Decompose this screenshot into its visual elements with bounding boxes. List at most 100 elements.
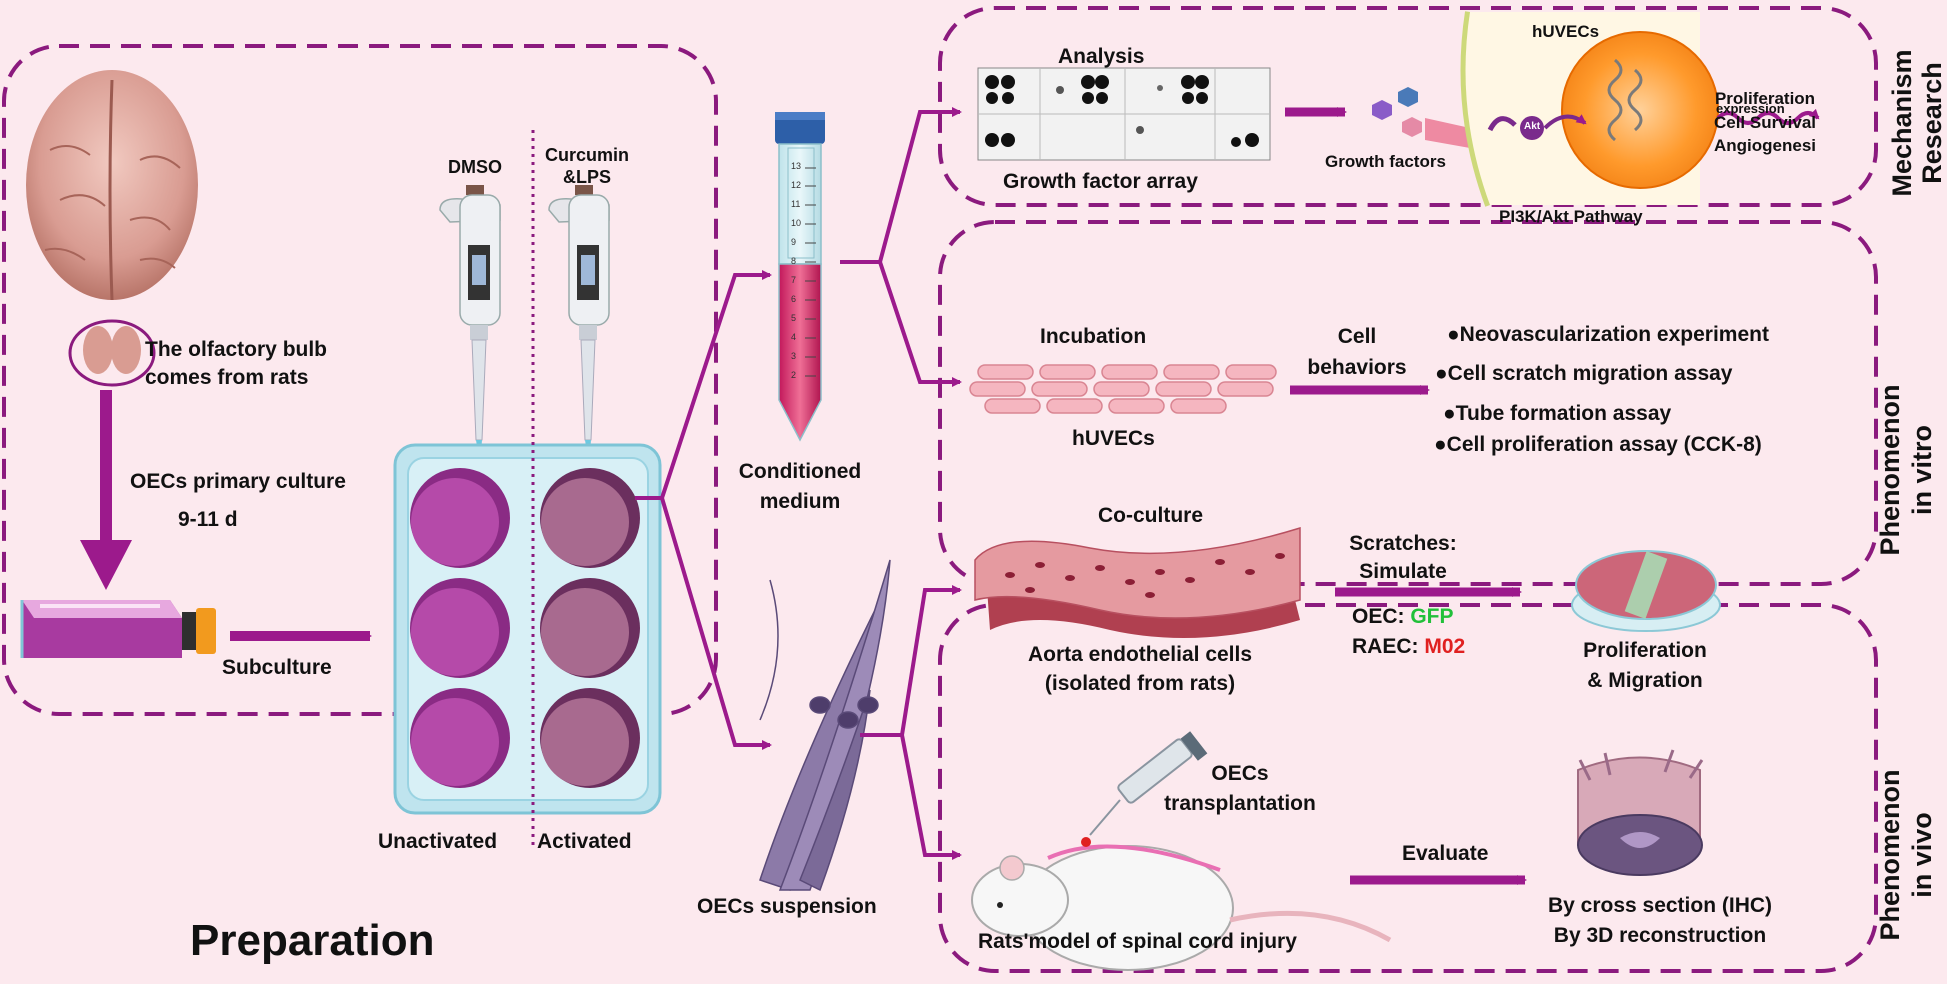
six-well-plate — [393, 443, 662, 815]
akt-label: Akt — [1524, 121, 1541, 132]
curcumin-label-line2: &LPS — [562, 167, 611, 187]
raec-prefix: RAEC: — [1352, 635, 1425, 658]
pi3k-pathway-label: PI3K/Akt Pathway — [1499, 207, 1643, 226]
scratches-label-line1: Scratches: — [1349, 532, 1457, 555]
primary-culture-label: OECs primary culture — [130, 470, 346, 493]
huvec-cell-illustration — [1460, 11, 1719, 207]
growth-factor-array-label: Growth factor array — [1003, 170, 1198, 193]
outcome-proliferation: Proliferation — [1714, 89, 1816, 108]
huvecs-label: hUVECs — [1072, 427, 1155, 450]
growth-factor-molecules — [1372, 87, 1470, 148]
tube-tick-label: 7 — [791, 275, 797, 285]
petri-dish-illustration — [1571, 550, 1721, 632]
rat-illustration — [971, 837, 1392, 971]
curcumin-label-line1: Curcumin — [544, 145, 629, 165]
evaluate-label: Evaluate — [1402, 842, 1489, 865]
outcome-cell-survival: Cell Survival — [1713, 113, 1817, 132]
mechanism-side-label-line1: Mechanism — [1887, 49, 1917, 197]
plate-branch-arrows — [635, 270, 772, 750]
mechanism-frame — [938, 6, 1878, 207]
preparation-frame — [2, 44, 718, 716]
well-unactivated-2 — [410, 578, 510, 678]
well-unactivated-1 — [410, 468, 510, 568]
assay-cell-proliferation: ●Cell proliferation assay (CCK-8) — [1434, 433, 1762, 456]
aorta-tissue-illustration — [974, 526, 1301, 638]
rat-brain-illustration — [26, 70, 198, 387]
tube-branch-arrows — [840, 107, 962, 387]
conditioned-medium-label-line1: Conditioned — [738, 460, 862, 483]
preparation-title: Preparation — [190, 916, 435, 965]
tube-tick-label: 8 — [791, 256, 797, 266]
gfp-value: GFP — [1410, 605, 1454, 628]
tube-tick-label: 6 — [791, 294, 797, 304]
tube-tick-label: 4 — [791, 332, 797, 342]
in-vivo-side-label-line1: Phenomenon — [1875, 769, 1905, 941]
arrow-to-flask — [80, 390, 132, 590]
mechanism-side-label-line2: Research — [1917, 62, 1947, 184]
aorta-label-line2: (isolated from rats) — [1044, 672, 1236, 695]
oecs-suspension-label: OECs suspension — [697, 895, 877, 918]
coculture-label: Co-culture — [1098, 504, 1203, 527]
cell-behaviors-label-line1: Cell — [1337, 325, 1377, 348]
oec-prefix: OEC: — [1352, 605, 1411, 628]
assay-scratch-migration: ●Cell scratch migration assay — [1435, 362, 1733, 385]
aorta-label-line1: Aorta endothelial cells — [1027, 643, 1253, 666]
spinal-cord-illustration — [1577, 749, 1704, 876]
proliferation-migration-line1: Proliferation — [1583, 639, 1707, 662]
conditioned-medium-tube — [775, 112, 825, 442]
assay-neovascularization: ●Neovascularization experiment — [1447, 323, 1769, 346]
well-unactivated-3 — [410, 688, 510, 788]
in-vivo-frame — [938, 603, 1878, 973]
syringe-illustration — [1089, 731, 1208, 836]
expression-label: expression — [1716, 101, 1785, 116]
suspension-branch-arrows — [860, 585, 962, 860]
incubation-label: Incubation — [1040, 325, 1147, 348]
rats-model-label: Rats'model of spinal cord injury — [978, 930, 1297, 953]
activated-label: Activated — [537, 830, 632, 853]
bulb-label-line2: comes from rats — [145, 366, 309, 389]
pipette-dmso — [439, 185, 501, 465]
in-vitro-side-label-line1: Phenomenon — [1875, 384, 1905, 556]
outcome-angiogenesis: Angiogenesi — [1713, 136, 1816, 155]
cell-behaviors-label-line2: behaviors — [1307, 356, 1407, 379]
well-activated-2 — [540, 578, 640, 678]
tube-tick-label: 3 — [791, 351, 797, 361]
transplantation-label-line1: OECs — [1211, 762, 1269, 785]
tube-tick-label: 2 — [791, 370, 797, 380]
tube-tick-label: 11 — [791, 199, 801, 209]
expression-wave-arrow — [1716, 108, 1820, 125]
transplantation-label-line2: transplantation — [1164, 792, 1316, 815]
well-activated-3 — [540, 688, 640, 788]
tube-scale-ticks — [805, 167, 816, 377]
proliferation-migration-line2: & Migration — [1587, 669, 1703, 692]
evaluation-line1: By cross section (IHC) — [1547, 894, 1773, 917]
huvecs-cell-label: hUVECs — [1532, 22, 1600, 41]
in-vitro-frame — [938, 220, 1878, 586]
oecs-suspension-illustration — [759, 559, 891, 892]
culture-duration-label: 9-11 d — [178, 508, 238, 531]
in-vivo-side-label-line2: in vivo — [1907, 812, 1937, 898]
huvec-monolayer-illustration — [969, 364, 1277, 414]
evaluation-line2: By 3D reconstruction — [1553, 924, 1767, 947]
tube-tick-label: 10 — [791, 218, 802, 228]
in-vitro-side-label-line2: in vitro — [1907, 425, 1937, 516]
well-activated-1 — [540, 468, 640, 568]
pipette-curcumin — [548, 185, 610, 465]
dmso-label: DMSO — [448, 157, 502, 177]
subculture-label: Subculture — [222, 656, 332, 679]
growth-factors-label: Growth factors — [1325, 152, 1446, 171]
tube-tick-label: 5 — [791, 313, 797, 323]
m02-value: M02 — [1424, 635, 1466, 658]
raec-m02-label: RAEC: M02 — [1352, 635, 1465, 659]
scratches-label-line2: Simulate — [1359, 560, 1447, 583]
unactivated-label: Unactivated — [378, 830, 498, 853]
tube-tick-label: 12 — [791, 180, 802, 190]
culture-flask-illustration — [20, 600, 216, 658]
assay-tube-formation: ●Tube formation assay — [1443, 402, 1672, 425]
bulb-highlight-circle — [68, 319, 156, 387]
growth-factor-array-image — [977, 67, 1271, 161]
conditioned-medium-label-line2: medium — [759, 490, 841, 513]
tube-tick-label: 9 — [791, 237, 797, 247]
